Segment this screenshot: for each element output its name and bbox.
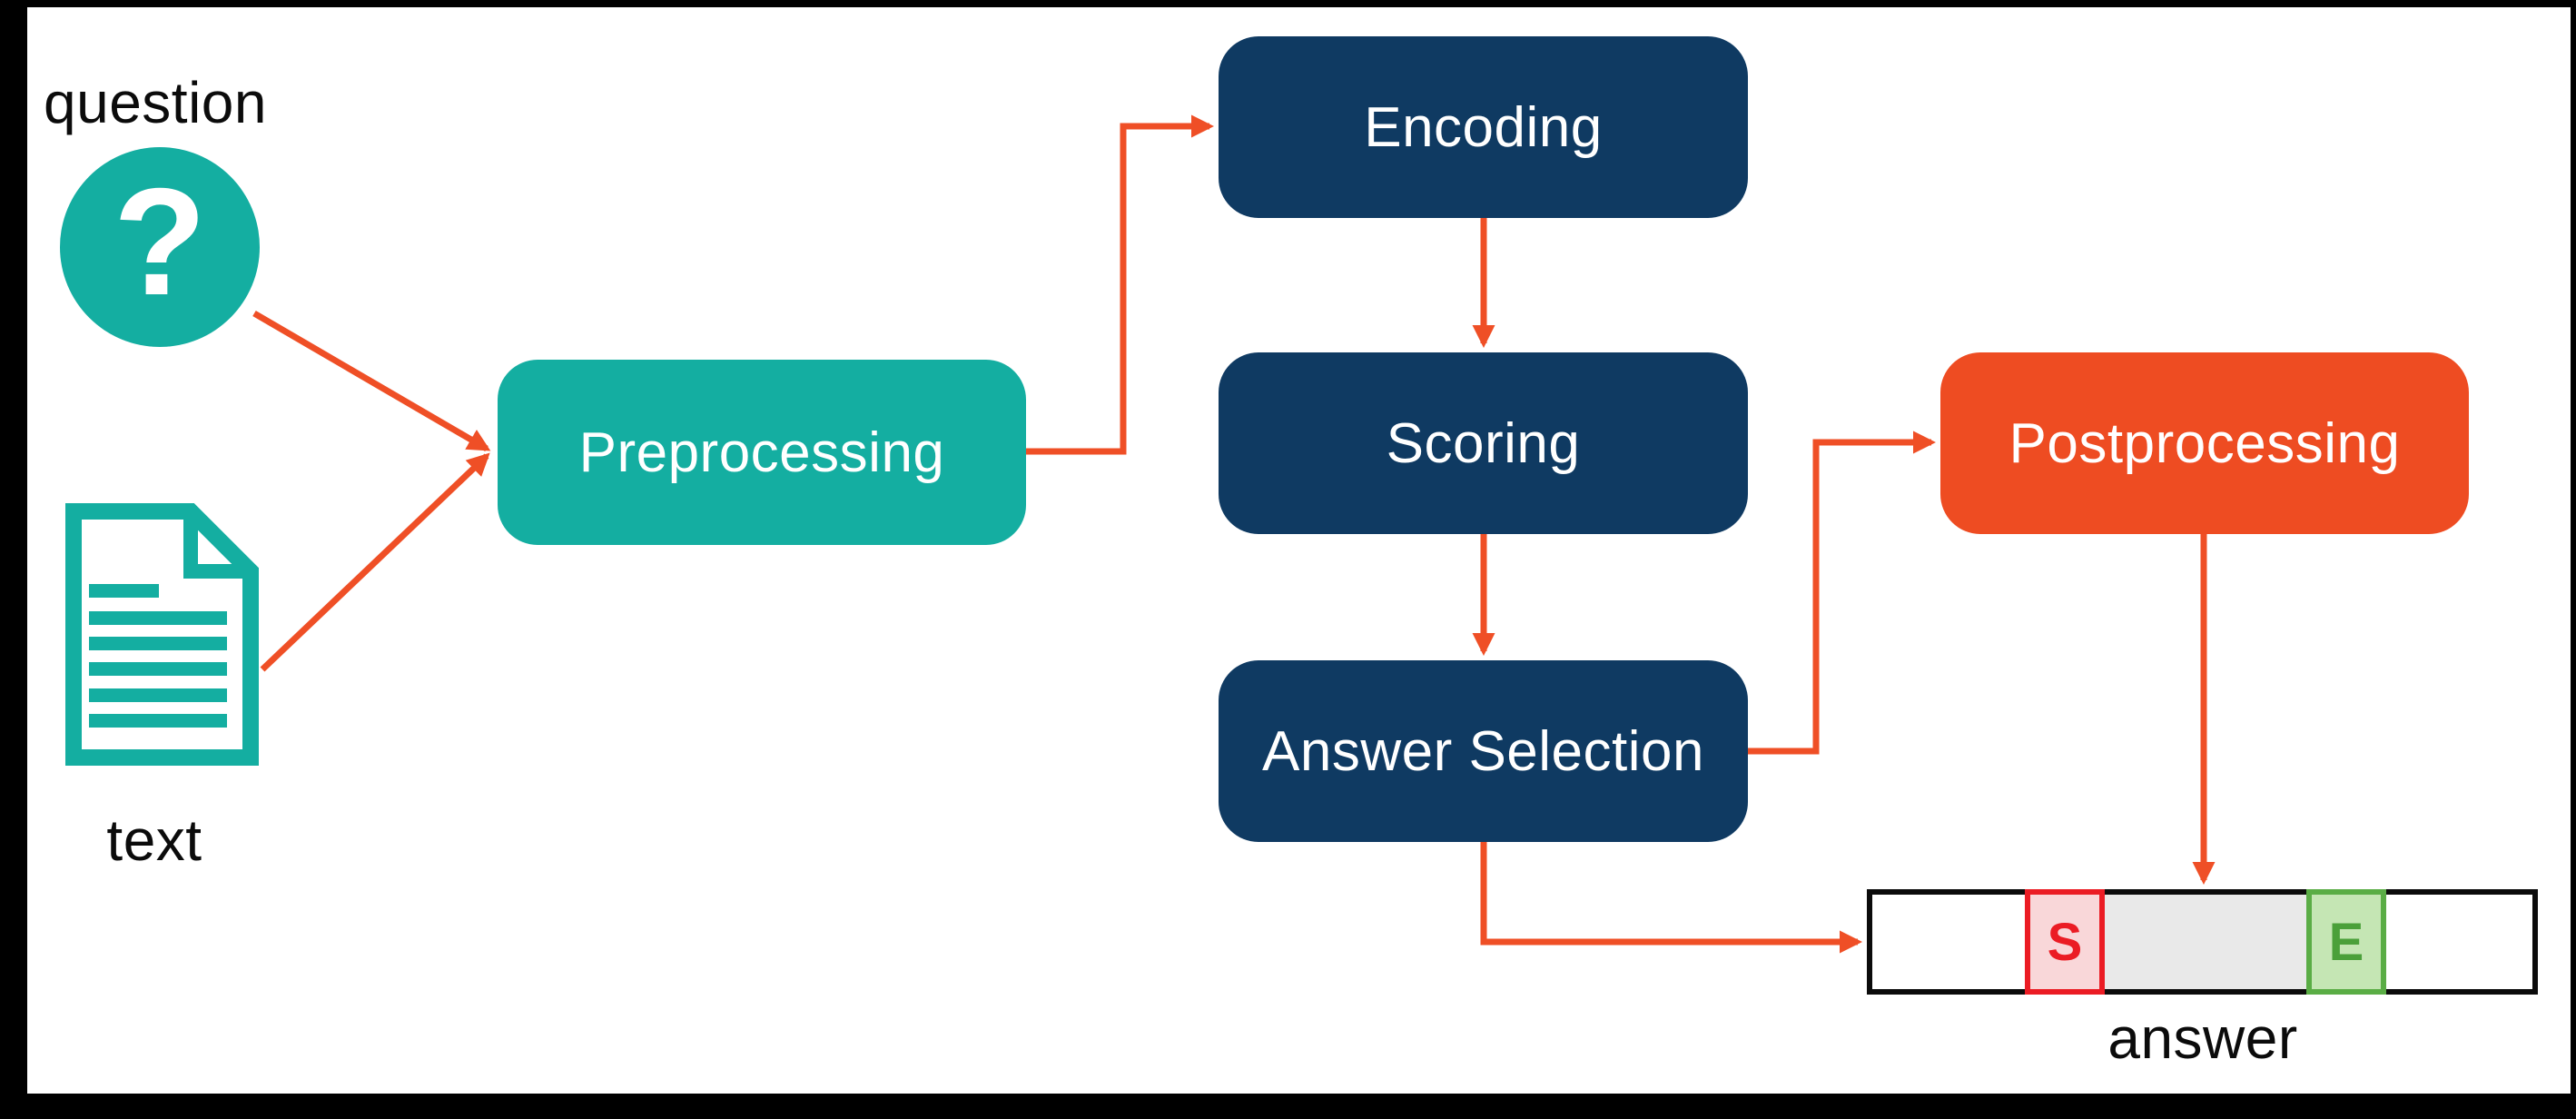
- node-encoding-label: Encoding: [1364, 95, 1603, 159]
- end-token-cell: E: [2306, 889, 2386, 995]
- node-encoding: Encoding: [1219, 36, 1748, 218]
- node-preprocessing-label: Preprocessing: [578, 421, 945, 484]
- text-label: text: [106, 807, 202, 873]
- answer-span-highlight: [2105, 895, 2306, 989]
- document-text-lines: [89, 584, 227, 728]
- start-token-cell: S: [2025, 889, 2105, 995]
- question-label: question: [44, 70, 267, 135]
- node-scoring-label: Scoring: [1386, 411, 1581, 475]
- document-icon: [65, 503, 259, 766]
- node-preprocessing: Preprocessing: [498, 360, 1026, 545]
- node-scoring: Scoring: [1219, 352, 1748, 534]
- node-answer-selection: Answer Selection: [1219, 660, 1748, 842]
- start-token-label: S: [2047, 912, 2083, 972]
- node-answer-selection-label: Answer Selection: [1261, 719, 1705, 783]
- question-mark-glyph: ?: [113, 156, 207, 327]
- end-token-label: E: [2328, 912, 2364, 972]
- document-folded-corner: [183, 511, 251, 579]
- question-icon: ?: [60, 147, 260, 347]
- node-postprocessing: Postprocessing: [1940, 352, 2469, 534]
- node-postprocessing-label: Postprocessing: [2008, 411, 2401, 475]
- answer-label: answer: [2107, 1005, 2298, 1071]
